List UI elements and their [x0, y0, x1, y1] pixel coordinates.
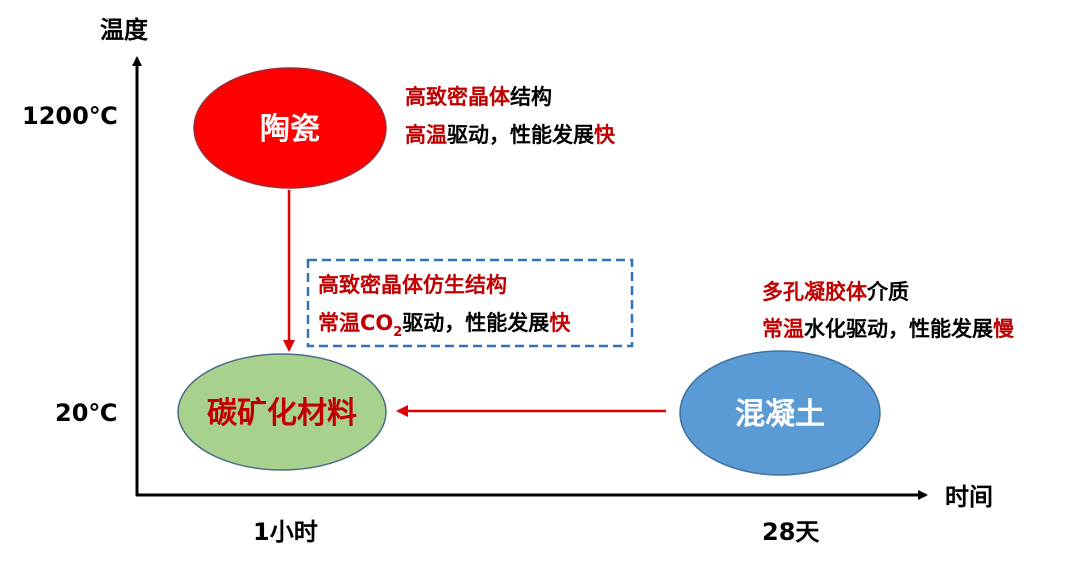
dashed-box — [306, 258, 634, 348]
carbon-desc-line1: 高致密晶体仿生结构 — [318, 273, 507, 297]
concrete-desc-line2: 常温水化驱动，性能发展慢 — [762, 317, 1015, 341]
text-segment: 高温 — [405, 123, 447, 147]
y-tick-1200: 1200℃ — [22, 102, 118, 130]
text-segment: 快 — [594, 123, 616, 147]
x-tick-1h: 1小时 — [253, 518, 318, 546]
text-segment: 快 — [549, 311, 571, 335]
text-segment: 驱动，性能发展 — [447, 123, 594, 147]
concrete-desc-line1: 多孔凝胶体介质 — [762, 280, 909, 304]
text-segment: 介质 — [866, 280, 909, 304]
carbon-label: 碳矿化材料 — [207, 396, 357, 431]
y-axis-label: 温度 — [100, 16, 149, 44]
y-tick-20: 20℃ — [55, 399, 117, 427]
text-segment: 多孔凝胶体 — [762, 280, 868, 304]
ceramic-desc-line1: 高致密晶体结构 — [405, 85, 552, 109]
x-tick-28d: 28天 — [762, 518, 819, 546]
text-segment: 高致密晶体 — [405, 85, 511, 109]
text-segment: 水化驱动，性能发展 — [804, 317, 993, 341]
ceramic-desc-line2: 高温驱动，性能发展快 — [405, 123, 616, 147]
carbon-node — [177, 353, 387, 471]
text-segment: 常温CO — [318, 311, 393, 335]
text-segment: 高致密晶体仿生结构 — [318, 273, 507, 297]
text-segment: 常温 — [762, 317, 804, 341]
carbon-desc-line2: 常温CO2驱动，性能发展快 — [318, 311, 571, 340]
subscript: 2 — [393, 325, 402, 340]
concrete-node — [679, 350, 881, 476]
text-segment: 慢 — [993, 317, 1015, 341]
text-segment: 驱动，性能发展 — [402, 311, 549, 335]
text-segment: 结构 — [510, 85, 552, 109]
x-axis-label: 时间 — [945, 483, 993, 511]
ceramic-node — [193, 67, 387, 189]
concrete-label: 混凝土 — [735, 397, 825, 432]
ceramic-label: 陶瓷 — [260, 112, 320, 147]
